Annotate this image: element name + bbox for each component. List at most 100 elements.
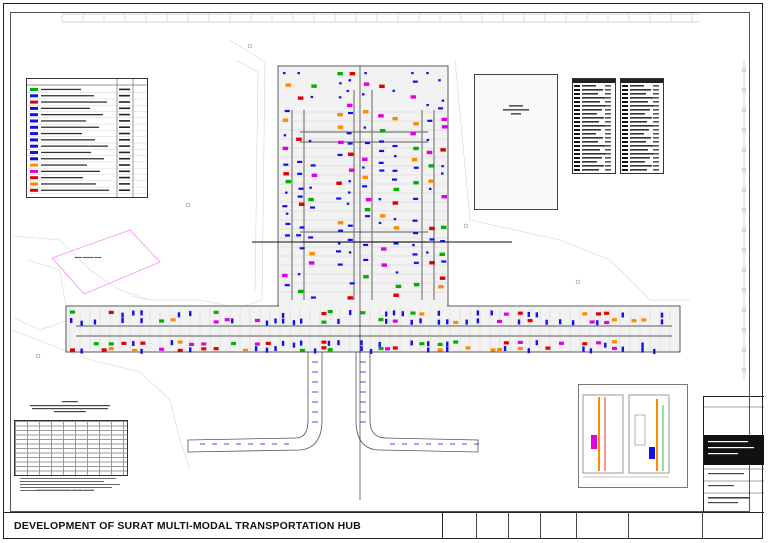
tb-cell — [509, 512, 541, 539]
schedule-cell — [622, 125, 628, 127]
vehicle — [378, 114, 384, 118]
vehicle — [321, 346, 327, 350]
schedule-cell — [653, 105, 659, 107]
vehicle — [108, 310, 114, 315]
vehicle — [337, 340, 340, 346]
vehicle — [285, 222, 291, 226]
schedule-cell — [630, 133, 644, 135]
schedule-cell — [653, 141, 659, 143]
vehicle — [441, 195, 448, 199]
schedule-cell — [653, 145, 659, 147]
vehicle — [311, 84, 317, 88]
schedule-cell — [582, 157, 602, 159]
legend-swatch — [30, 125, 38, 129]
legend-count — [119, 120, 130, 122]
vehicle — [282, 273, 288, 278]
schedule-cell — [630, 125, 654, 127]
vehicle — [321, 320, 327, 324]
vehicle — [527, 311, 530, 317]
legend-text — [41, 120, 86, 122]
vehicle — [571, 320, 575, 326]
vehicle — [503, 346, 507, 352]
vehicle — [392, 116, 398, 121]
vehicle — [385, 318, 388, 324]
vehicle — [70, 310, 75, 314]
vehicle — [363, 126, 367, 129]
vehicles — [70, 72, 664, 354]
vehicle — [297, 195, 303, 198]
vehicle — [337, 318, 340, 324]
vehicle — [310, 206, 316, 209]
schedule-cell — [622, 113, 628, 115]
schedule-cell — [582, 97, 605, 99]
ramp-markings — [200, 361, 479, 445]
site-context — [11, 39, 690, 471]
capacity-table — [14, 398, 128, 494]
vehicle — [101, 348, 107, 352]
vehicle — [347, 111, 353, 115]
vehicle — [299, 226, 305, 229]
legend-swatch — [30, 182, 38, 186]
vehicle — [140, 310, 143, 316]
vehicle — [338, 140, 344, 145]
vehicle — [604, 342, 607, 348]
vehicle — [490, 348, 496, 352]
tb-cell — [629, 512, 703, 539]
vehicle — [410, 131, 416, 136]
vehicle — [177, 312, 181, 318]
vehicle — [641, 318, 647, 322]
vehicle — [80, 348, 83, 354]
vehicle — [170, 318, 176, 322]
grid-bubble — [741, 307, 747, 313]
schedule-cell — [653, 149, 659, 151]
schedule-cell — [582, 129, 601, 131]
vehicle — [413, 166, 419, 169]
vehicle — [337, 125, 344, 129]
schedule-cell — [622, 109, 628, 111]
schedule-cell — [574, 169, 580, 171]
schedule-cell — [653, 89, 659, 91]
vehicle — [336, 181, 342, 185]
vehicle — [503, 341, 509, 345]
vehicle — [392, 310, 396, 316]
legend-rows — [27, 79, 147, 197]
vehicle — [378, 341, 381, 347]
vehicle — [274, 346, 277, 352]
legend-text — [41, 158, 104, 160]
vehicle — [596, 341, 602, 345]
schedule-cell — [653, 85, 659, 87]
grid-ticks-right — [741, 67, 747, 373]
vehicle — [441, 99, 445, 102]
schedule-cell — [653, 117, 659, 119]
vehicle — [140, 341, 146, 345]
vehicle — [440, 225, 447, 230]
schedule-cell — [574, 129, 580, 131]
vehicle — [401, 311, 405, 317]
schedule-cell — [574, 117, 580, 119]
legend-table — [26, 78, 148, 198]
vehicle — [231, 341, 237, 346]
schedule-cell — [630, 85, 644, 87]
schedule-cell — [605, 89, 611, 91]
legend-count — [119, 113, 130, 116]
title-block-side-content — [704, 406, 764, 504]
vehicle — [308, 139, 312, 143]
schedule-table-1 — [572, 78, 616, 174]
schedule-cell — [630, 137, 651, 139]
schedule-cell — [653, 129, 659, 131]
vehicle — [517, 319, 521, 325]
vehicle — [321, 340, 327, 344]
schedule-cell — [630, 121, 647, 123]
legend-count — [119, 126, 130, 128]
grid-bubble — [741, 167, 747, 173]
schedule-cell — [630, 157, 650, 159]
vehicle — [362, 157, 368, 162]
legend-count — [119, 176, 130, 179]
tb-cell — [703, 512, 765, 539]
vehicle — [362, 93, 365, 96]
vehicle — [132, 341, 135, 347]
vehicle — [349, 282, 355, 285]
compass-marks — [35, 43, 581, 359]
schedule-cell — [582, 133, 596, 135]
vehicle — [429, 226, 435, 231]
